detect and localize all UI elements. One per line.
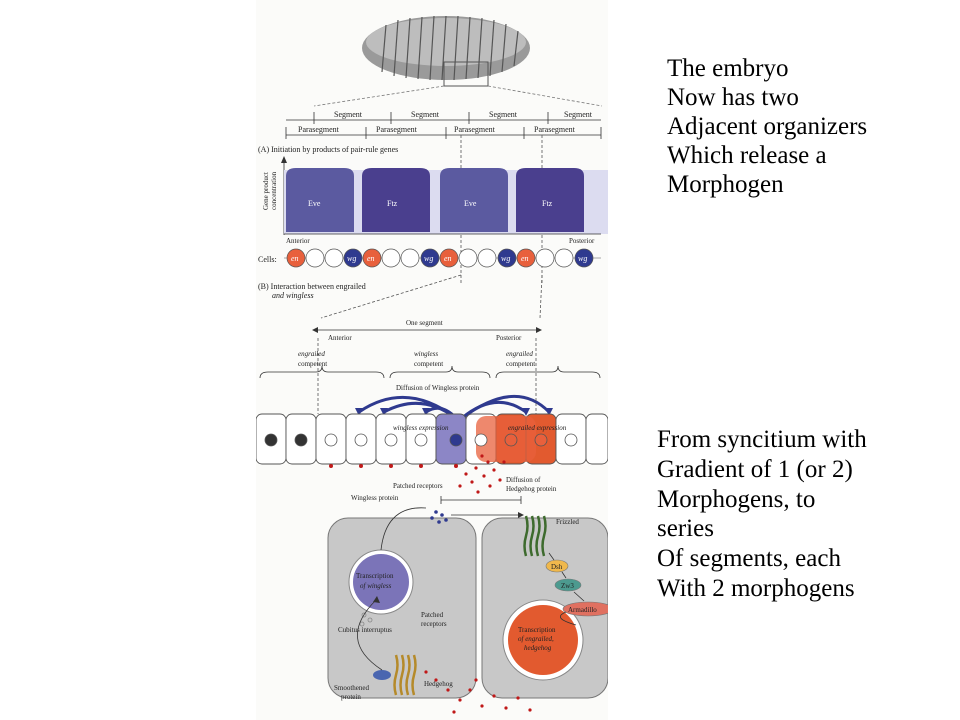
competent-label: competent — [298, 360, 327, 368]
cell-row — [256, 413, 608, 465]
segment-label: Segment — [334, 110, 363, 119]
cells-label: Cells: — [258, 255, 277, 264]
embryo-illustration — [362, 15, 530, 87]
parasegment-label: Parasegment — [376, 125, 418, 134]
transcription-wingless-label: Transcription — [356, 572, 394, 580]
transcription-engrailed-label: Transcription — [518, 626, 556, 634]
eve-peak — [286, 168, 354, 232]
ftz-peak — [516, 168, 584, 232]
segment-ruler: Segment Segment Segment Segment Parasegm… — [285, 110, 602, 139]
eve-peak — [440, 168, 508, 232]
competent-label: competent — [414, 360, 443, 368]
transcription-wingless-label: of wingless — [360, 582, 392, 590]
frizzled-receptor — [523, 515, 547, 557]
text-line: Morphogen — [667, 171, 784, 198]
en-cell-label: en — [367, 254, 375, 263]
text-line: Gradient of 1 (or 2) — [657, 455, 853, 483]
peak-label: Ftz — [542, 199, 553, 208]
diffusion-hedgehog-label: Diffusion of — [506, 476, 541, 484]
parasegment-label: Parasegment — [298, 125, 340, 134]
patched-receptors-label: Patched receptors — [393, 482, 443, 490]
peak-label: Eve — [464, 199, 477, 208]
panel-a-title: (A) Initiation by products of pair-rule … — [258, 145, 398, 154]
y-axis-label: Gene product — [262, 172, 270, 210]
hedgehog-label: Hedgehog — [424, 680, 453, 688]
panel-b-title: (B) Interaction between engrailed — [258, 282, 366, 291]
signaling-cells — [327, 517, 608, 699]
text-line: From syncitium with — [657, 426, 867, 453]
text-line: series — [657, 515, 714, 543]
en-cell-label: en — [291, 254, 299, 263]
frizzled-label: Frizzled — [556, 518, 579, 526]
diffusion-hedgehog-label: Hedgehog protein — [506, 485, 557, 493]
transcription-engrailed-label: of engrailed, — [518, 635, 554, 643]
one-segment-label: One segment — [406, 319, 443, 327]
b-posterior-label: Posterior — [496, 334, 522, 342]
engrailed-competent-label: engrailed — [298, 350, 325, 358]
patched-label: Patched — [421, 611, 444, 619]
patched-label: receptors — [421, 620, 447, 628]
engrailed-competent-label: engrailed — [506, 350, 533, 358]
wg-cell-label: wg — [578, 254, 587, 263]
parasegment-label: Parasegment — [534, 125, 576, 134]
smoothened-label: protein — [341, 693, 361, 701]
cells-row: Cells: en wg en wg en wg en wg — [258, 248, 601, 268]
b-anterior-label: Anterior — [328, 334, 352, 342]
posterior-label: Posterior — [569, 237, 595, 245]
armadillo-label: Armadillo — [568, 606, 597, 614]
text-line: Adjacent organizers — [667, 113, 868, 140]
organizer-description: The embryo Now has two Adjacent organize… — [667, 54, 867, 199]
peak-label: Ftz — [387, 199, 398, 208]
transcription-engrailed-label: hedgehog — [524, 644, 552, 652]
segmentation-figure: Segment Segment Segment Segment Parasegm… — [256, 0, 608, 720]
dsh-protein — [545, 559, 569, 573]
panel-b-title: and wingless — [272, 291, 314, 300]
text-line: With 2 morphogens — [657, 574, 855, 602]
wg-cell-label: wg — [501, 254, 510, 263]
smoothened-label: Smoothened — [334, 684, 369, 692]
smoothened-protein — [373, 670, 391, 680]
anterior-label: Anterior — [286, 237, 310, 245]
zw3-protein — [554, 578, 582, 592]
pair-rule-chart: Gene product concentration Eve Ftz Eve F… — [262, 156, 608, 245]
wingless-protein-label: Wingless protein — [351, 494, 399, 502]
wg-cell-label: wg — [347, 254, 356, 263]
peak-label: Eve — [308, 199, 321, 208]
segment-label: Segment — [411, 110, 440, 119]
engrailed-expression-label: engrailed expression — [508, 424, 567, 432]
en-cell-label: en — [521, 254, 529, 263]
armadillo-protein — [562, 601, 608, 617]
text-line: The embryo — [667, 55, 789, 82]
cubitus-label: Cubitus interruptus — [338, 626, 392, 634]
text-line: Now has two — [667, 84, 799, 111]
wingless-expression-label: wingless expression — [393, 424, 449, 432]
text-line: Morphogens, to — [657, 485, 816, 513]
dsh-label: Dsh — [551, 563, 563, 571]
text-line: Which release a — [667, 142, 827, 169]
segment-label: Segment — [489, 110, 518, 119]
text-line: Of segments, each — [657, 545, 841, 573]
patched-receptor — [393, 654, 417, 696]
y-axis-label: concentration — [270, 171, 278, 210]
parasegment-label: Parasegment — [454, 125, 496, 134]
en-cell-label: en — [444, 254, 452, 263]
wg-cell-label: wg — [424, 254, 433, 263]
segment-label: Segment — [564, 110, 593, 119]
syncitium-description: From syncitium with Gradient of 1 (or 2)… — [657, 425, 867, 604]
competent-label: competent — [506, 360, 535, 368]
diffusion-wingless-label: Diffusion of Wingless protein — [396, 384, 480, 392]
ftz-peak — [362, 168, 430, 232]
zw3-label: Zw3 — [561, 582, 574, 590]
wingless-competent-label: wingless — [414, 350, 438, 358]
